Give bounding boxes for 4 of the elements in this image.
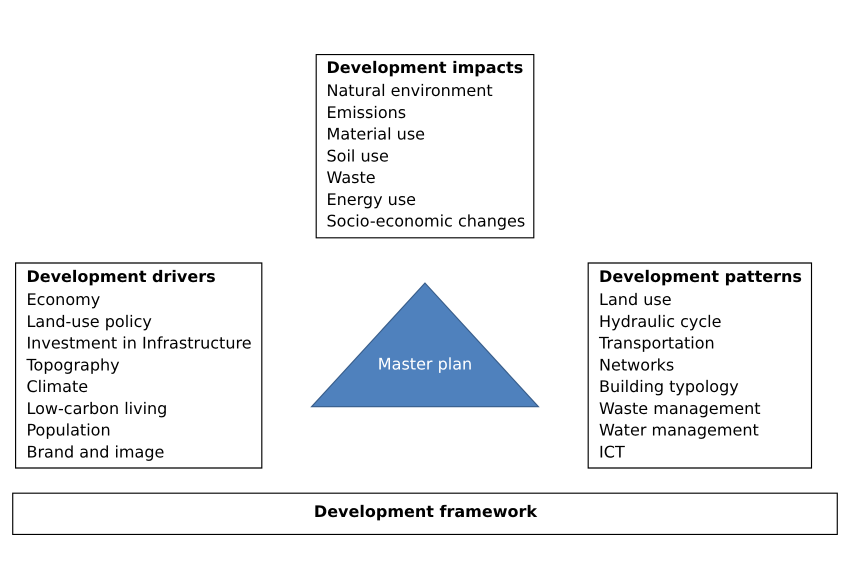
node-box: Development patterns Land use Hydraulic cycle Transportation Networks Building typology Waste management Water management ICT [588, 262, 812, 468]
node-box: Development impacts Natural environment Emissions Material use Soil use Waste Energy use Socio-economic changes [316, 54, 534, 238]
node-box: Development framework [12, 492, 838, 534]
node-box: Development drivers Economy Land-use policy Investment in Infrastructure Topography Climate Low-carbon living Population Brand and image [15, 262, 262, 468]
